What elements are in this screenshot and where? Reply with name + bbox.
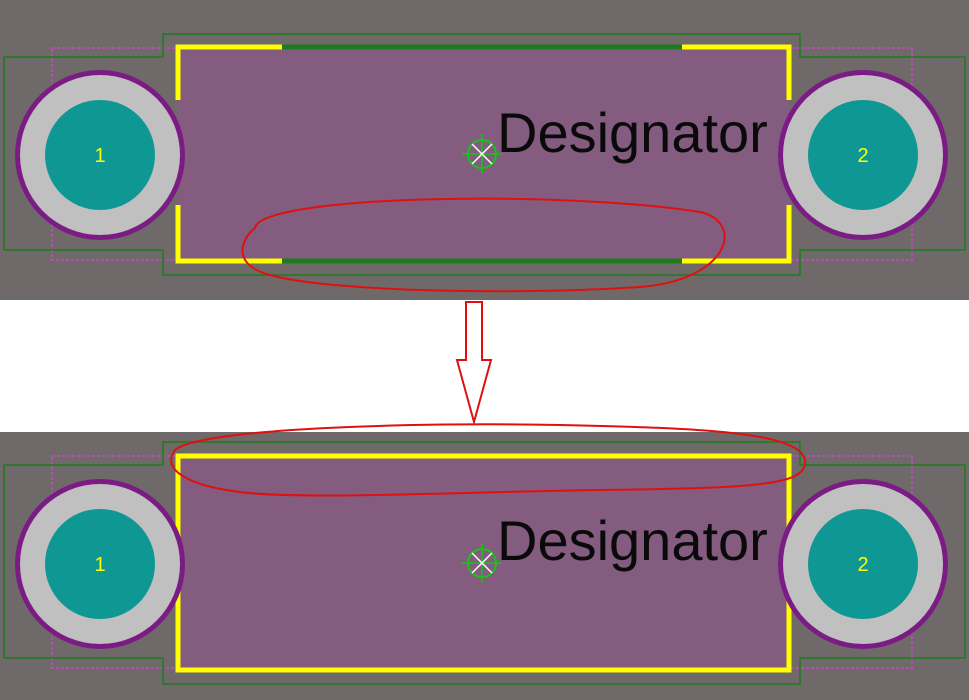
arrow-down-icon (455, 301, 493, 426)
pad-2-hole (808, 509, 918, 619)
pad-2-label: 2 (857, 145, 868, 167)
silkscreen-corner-br (682, 205, 792, 264)
pad-2[interactable]: 2 (778, 479, 948, 649)
pad-2-hole (808, 100, 918, 210)
pad-1-label: 1 (94, 145, 105, 167)
pcb-canvas-before: Designator 1 2 (0, 0, 969, 300)
pcb-view-after: Designator 1 2 (0, 432, 969, 700)
pad-1-hole (45, 100, 155, 210)
silkscreen-corner-tl (175, 44, 282, 100)
silkscreen-corner-bl (175, 205, 282, 264)
courtyard-outline (3, 33, 966, 276)
origin-crosshair-icon (462, 543, 502, 583)
pad-1-hole (45, 509, 155, 619)
pad-2-label: 2 (857, 554, 868, 576)
courtyard-outline (3, 441, 966, 685)
pad-1[interactable]: 1 (15, 479, 185, 649)
pcb-view-before: Designator 1 2 (0, 0, 969, 300)
pcb-canvas-after: Designator 1 2 (0, 432, 969, 700)
pad-1-label: 1 (94, 554, 105, 576)
annotation-ellipse-bottom-edge (241, 197, 726, 293)
designator-text: Designator (497, 101, 768, 164)
pad-2[interactable]: 2 (778, 70, 948, 240)
origin-crosshair-icon (462, 134, 502, 174)
designator-text: Designator (497, 509, 768, 572)
pad-1[interactable]: 1 (15, 70, 185, 240)
silkscreen-corner-tr (682, 44, 792, 100)
